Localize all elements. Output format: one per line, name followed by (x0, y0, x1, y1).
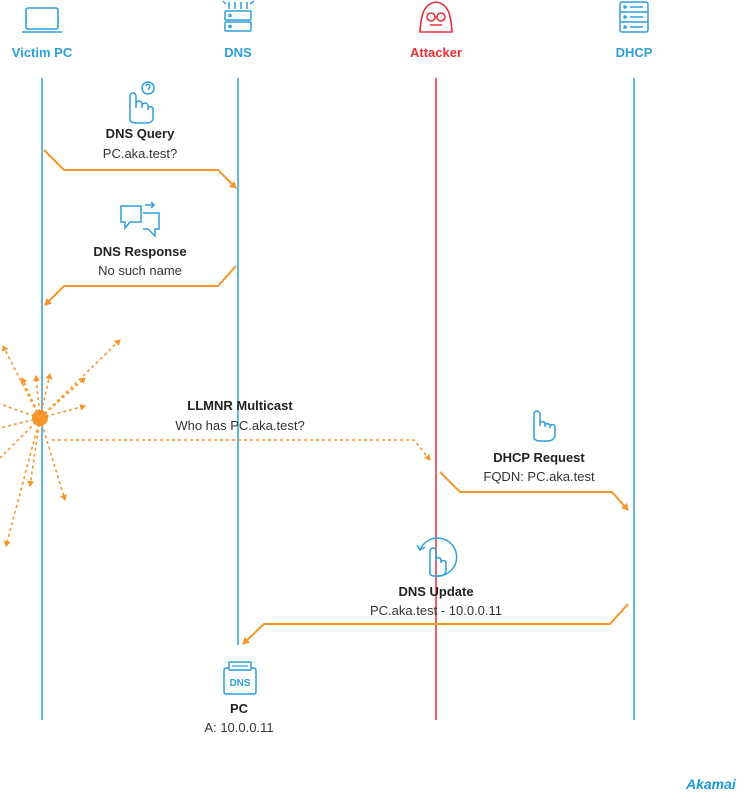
dns-record-icon (223, 661, 257, 695)
laptop-icon (22, 7, 62, 33)
server-stack-icon (619, 1, 649, 33)
dns-query-arrow (43, 149, 237, 189)
llmnr-title: LLMNR Multicast (187, 398, 293, 413)
dns-update-arrow (242, 603, 629, 645)
hacker-icon (419, 1, 453, 33)
actor-label-victim-pc: Victim PC (11, 45, 73, 60)
multicast-origin-dot (32, 410, 48, 426)
actor-label-attacker: Attacker (409, 45, 463, 60)
dhcp-request-arrow (439, 471, 629, 511)
server-icon (222, 0, 255, 32)
multicast-burst (0, 339, 121, 547)
actor-label-dns: DNS (224, 45, 252, 60)
dns-response-arrow (44, 265, 237, 306)
dns-query-title: DNS Query (105, 126, 175, 141)
dns-query-detail: PC.aka.test? (102, 146, 178, 161)
pointer-hand-icon (533, 410, 556, 442)
record-detail: A: 10.0.0.11 (204, 720, 274, 735)
dns-response-title: DNS Response (93, 244, 187, 259)
touch-refresh-icon (416, 537, 458, 577)
record-title: PC (229, 701, 249, 716)
actor-label-dhcp: DHCP (615, 45, 653, 60)
llmnr-multicast-arrow (52, 439, 431, 461)
dns-update-detail: PC.aka.test - 10.0.0.11 (370, 603, 502, 618)
llmnr-detail: Who has PC.aka.test? (175, 418, 305, 433)
dns-record-badge: DNS (229, 678, 250, 689)
dhcp-request-title: DHCP Request (493, 450, 585, 465)
pointer-question-icon (129, 81, 155, 124)
akamai-logo-text: Akamai (686, 776, 736, 792)
chat-bubbles-icon (120, 201, 160, 238)
dns-update-title: DNS Update (398, 584, 474, 599)
dhcp-request-detail: FQDN: PC.aka.test (483, 469, 595, 484)
dns-response-detail: No such name (98, 263, 182, 278)
